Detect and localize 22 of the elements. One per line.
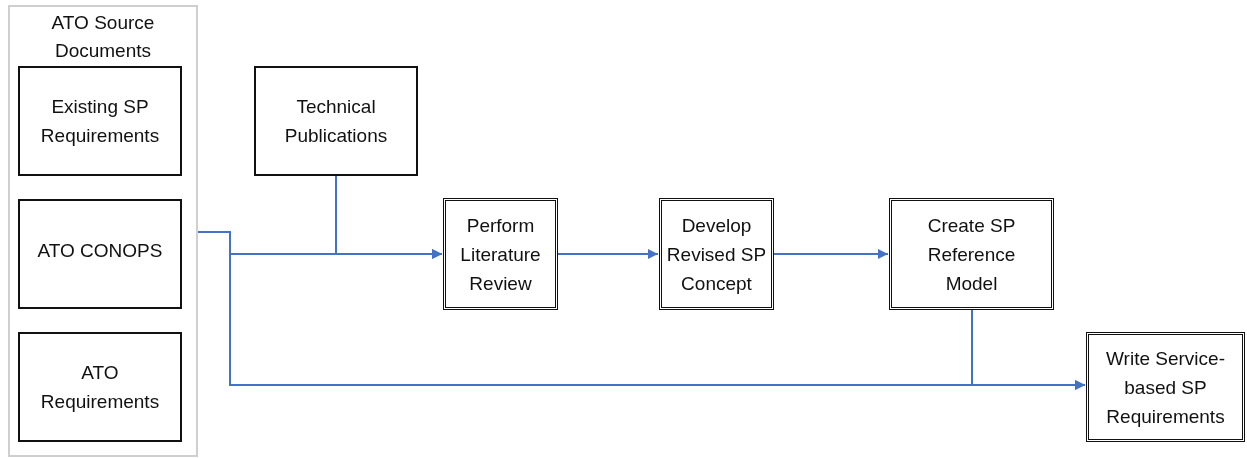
connector-arrow (971, 309, 1086, 390)
box-label: ATO CONOPS (37, 238, 163, 263)
box-label: Technical Publications (283, 95, 389, 148)
box-label: Develop Revised SP Concept (665, 213, 768, 296)
process-box (889, 198, 1054, 310)
document-box (18, 66, 182, 176)
document-box (254, 66, 418, 176)
group-title: ATO Source Documents (50, 11, 156, 63)
document-box (18, 332, 182, 442)
box-label: Perform Literature Review (459, 213, 542, 296)
process-box (659, 198, 774, 310)
box-label: ATO Requirements (39, 361, 161, 414)
box-label: Write Service-based SP Requirements (1105, 346, 1226, 429)
process-box (443, 198, 558, 310)
box-label: Create SP Reference Model (926, 213, 1017, 296)
connector-arrow (335, 175, 443, 259)
document-box (18, 199, 182, 309)
connector-arrow (773, 249, 889, 259)
connector-arrow (557, 249, 659, 259)
process-box (1086, 332, 1245, 442)
box-label: Existing SP Requirements (39, 95, 161, 148)
group-box (8, 5, 198, 457)
